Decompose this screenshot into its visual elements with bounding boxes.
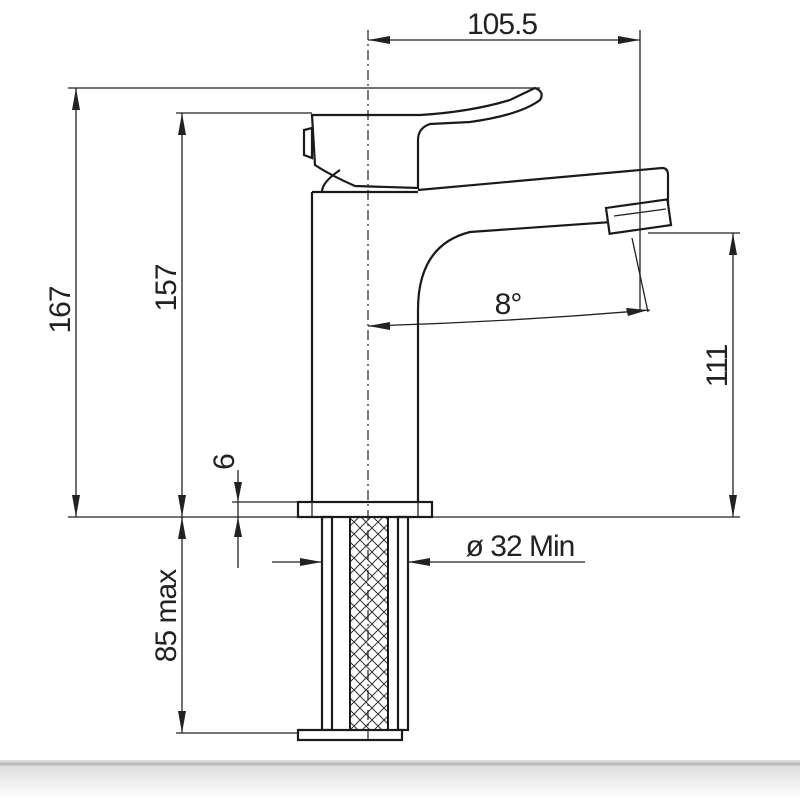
spout [416,166,670,502]
neck-curve [320,169,341,193]
dim-diameter-label: ø 32 Min [466,530,575,563]
dim-167: 167 [44,87,540,517]
braided-hose [349,516,389,731]
base-ring [296,500,434,519]
dim-157-label: 157 [150,264,183,311]
dim-111-label: 111 [701,344,734,387]
dim-85-max: 85 max [150,517,298,734]
bottom-nut [296,728,404,742]
dim-6-label: 6 [208,454,241,470]
dim-diameter: ø 32 Min [272,520,585,568]
dim-6: 6 [208,454,298,568]
dim-angle-label: 8° [495,288,522,321]
threaded-shank-right [396,515,410,732]
dim-105-5: 105.5 [368,8,641,312]
floor-shadow [0,760,800,800]
lever-handle [310,86,543,190]
under-deck-assembly [296,515,410,742]
dim-157: 157 [150,112,312,517]
dim-111: 111 [648,232,740,517]
dim-85-max-label: 85 max [150,569,183,662]
handle-back-cap [302,126,314,160]
faucet-body [296,86,673,519]
dim-105-5-label: 105.5 [467,8,537,41]
dim-167-label: 167 [44,286,77,333]
dim-angle: 8° [367,237,651,330]
threaded-shank [320,515,334,732]
